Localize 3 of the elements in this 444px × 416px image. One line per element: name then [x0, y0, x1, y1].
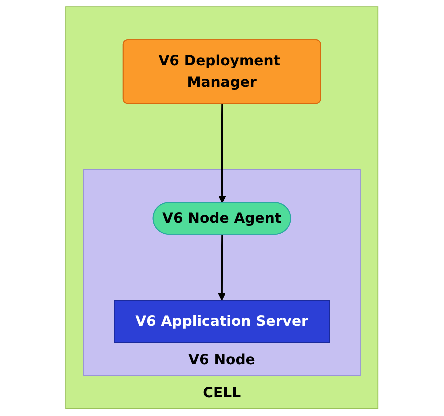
arrow [218, 234, 226, 301]
arrow [218, 104, 226, 204]
node-box: V6 Application Server [114, 300, 330, 344]
